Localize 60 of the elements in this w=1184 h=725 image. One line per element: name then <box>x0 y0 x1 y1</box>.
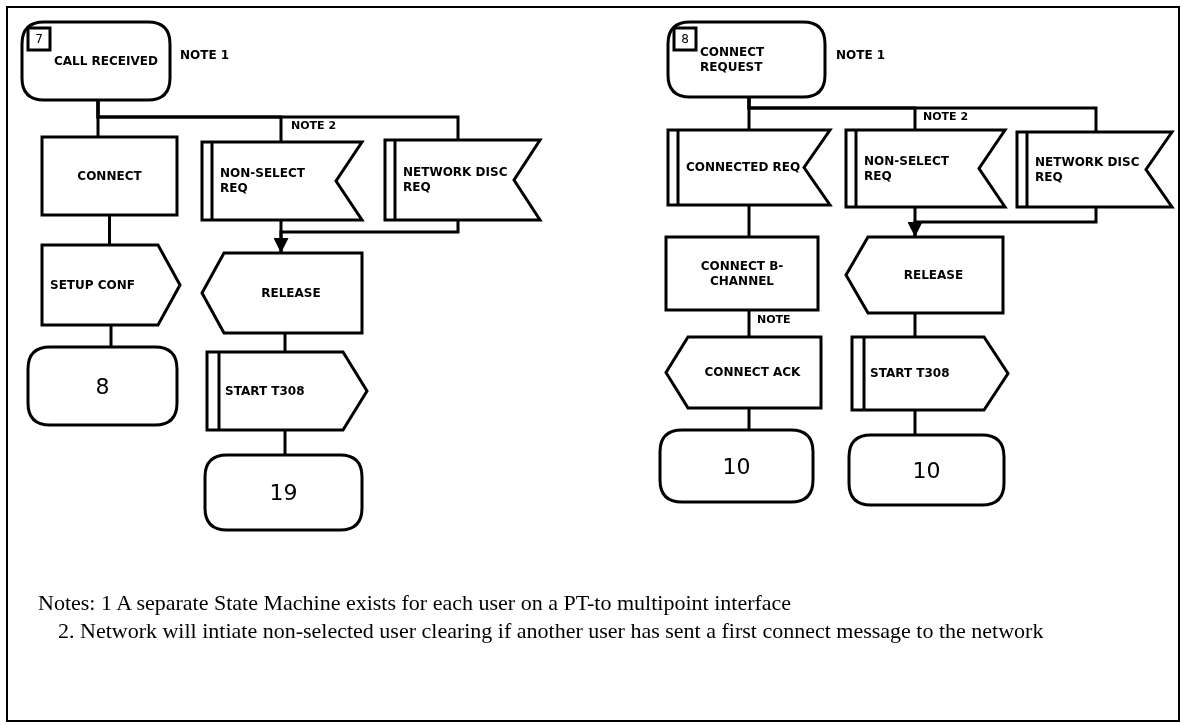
state-number: 8 <box>680 31 690 48</box>
state-number: 19 <box>268 485 299 500</box>
task-box <box>42 137 177 215</box>
symbol-label: START T308 <box>870 366 951 381</box>
symbol-label: NON-SELECT REQ <box>220 166 306 196</box>
connector <box>747 310 751 337</box>
symbol-label: CONNECTED REQ <box>686 160 802 175</box>
connector <box>913 410 917 435</box>
note-reference: NOTE 1 <box>180 48 230 62</box>
state-number: 8 <box>94 378 111 394</box>
connector <box>747 408 751 430</box>
state-number: 10 <box>911 462 942 478</box>
symbol-label: CALL RECEIVED <box>54 53 159 69</box>
output-signal-symbol <box>846 237 1003 313</box>
symbol-label: CONNECT B-CHANNEL <box>699 258 785 289</box>
connector <box>283 430 287 455</box>
symbol-label: NETWORK DISC REQ <box>1035 154 1141 185</box>
state-number: 10 <box>721 458 752 474</box>
symbol-label: START T308 <box>225 383 306 399</box>
symbol-label: NETWORK DISC REQ <box>403 165 509 195</box>
output-signal-symbol <box>207 352 367 430</box>
symbol-label: NON-SELECT REQ <box>864 153 950 184</box>
input-signal-symbol <box>846 130 1005 207</box>
input-signal-symbol <box>1017 132 1172 207</box>
task-box <box>666 237 818 310</box>
edge-label: NOTE <box>756 313 792 326</box>
input-signal-symbol <box>385 140 540 220</box>
output-signal-symbol <box>42 245 180 325</box>
connector <box>913 313 917 337</box>
state-symbol <box>668 22 825 97</box>
connector <box>907 207 1098 237</box>
symbol-label: RELEASE <box>260 285 322 301</box>
output-signal-symbol <box>202 253 362 333</box>
symbol-label: CONNECT <box>76 168 143 184</box>
connector <box>283 333 287 352</box>
symbol-label: CONNECT REQUEST <box>700 44 766 75</box>
state-symbol <box>849 435 1004 505</box>
output-signal-symbol <box>666 337 821 408</box>
connector <box>109 325 113 347</box>
connector <box>747 97 1098 132</box>
symbol-label: CONNECT ACK <box>703 365 802 380</box>
edge-label: NOTE 2 <box>922 110 970 123</box>
connector <box>747 205 751 237</box>
state-symbol <box>660 430 813 502</box>
edge-label: NOTE 2 <box>290 119 338 132</box>
input-signal-symbol <box>202 142 362 220</box>
input-signal-symbol <box>668 130 830 205</box>
note-reference: NOTE 1 <box>836 48 886 62</box>
state-symbol <box>28 347 177 425</box>
state-number: 7 <box>34 31 44 48</box>
state-symbol <box>22 22 170 100</box>
connector <box>96 100 460 140</box>
connector <box>273 220 460 253</box>
footnote: 2. Network will intiate non-selected user clearing if another user has sent a first connect message to the network <box>58 618 1045 644</box>
connector <box>108 215 111 245</box>
symbol-label: SETUP CONF <box>50 277 136 293</box>
symbol-label: RELEASE <box>902 267 965 283</box>
output-signal-symbol <box>852 337 1008 410</box>
state-symbol <box>205 455 362 530</box>
footnote: Notes: 1 A separate State Machine exists for each user on a PT-to multipoint interface <box>38 590 793 616</box>
